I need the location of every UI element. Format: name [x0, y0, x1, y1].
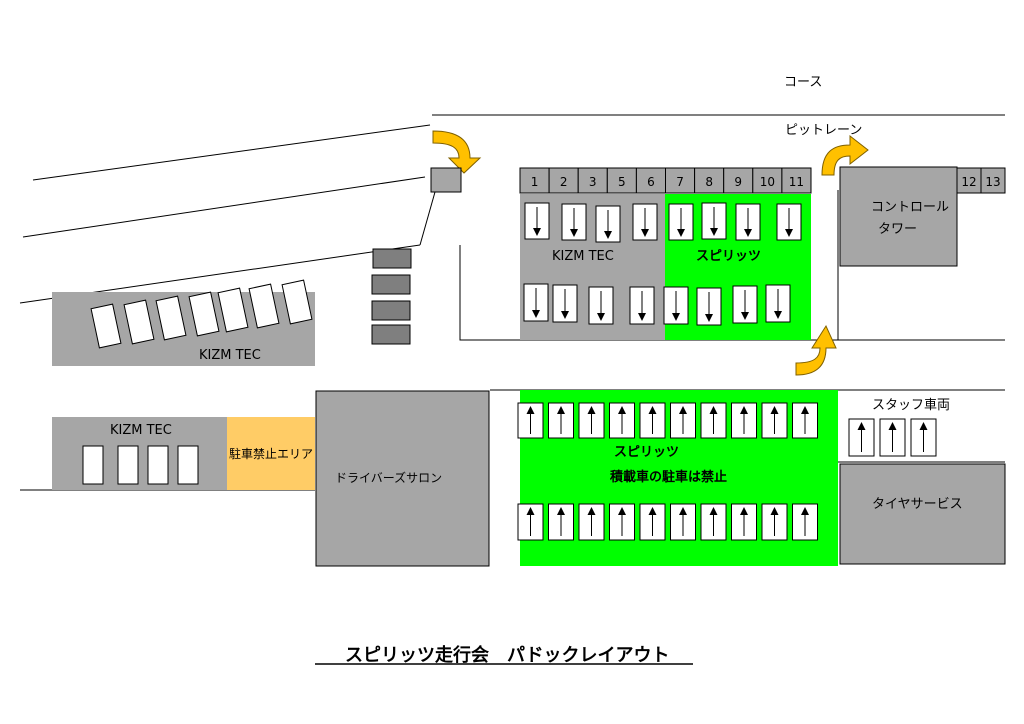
control-tower [839, 166, 958, 267]
no-parking-label: 駐車禁止エリア [229, 446, 313, 461]
no-parking-area [227, 417, 315, 490]
dark-blocks [371, 248, 412, 345]
pit-box [548, 167, 579, 194]
entry-arrow-icon [432, 130, 482, 174]
pit-number: 9 [734, 175, 742, 189]
pit-box [577, 167, 608, 194]
tire-service-label: タイヤサービス [872, 497, 963, 512]
staff-parked-cars [848, 418, 937, 457]
drivers-salon-label: ドライバーズサロン [335, 470, 442, 485]
car-slot [117, 445, 139, 485]
pit-box [781, 167, 812, 194]
pitlane-exit-arrow-icon [821, 134, 869, 176]
left-parked-cars [90, 279, 313, 349]
control-tower-label-2: タワー [878, 222, 917, 237]
pit-number: 1 [531, 175, 539, 189]
kizm-lower-label: KIZM TEC [110, 423, 172, 438]
pit-number: 3 [589, 175, 597, 189]
spirits-upper-label: スピリッツ [696, 249, 761, 264]
pit-box [635, 167, 667, 194]
kizm-left-label: KIZM TEC [199, 348, 261, 363]
pit-box [606, 167, 637, 194]
lower-left-parked-cars [82, 445, 199, 485]
car-slot [82, 445, 104, 485]
tilted-car [155, 295, 187, 341]
tilted-car [281, 279, 313, 325]
tilted-car [248, 283, 280, 329]
page-title: スピリッツ走行会 パドックレイアウト [345, 644, 670, 666]
pit-number-row: 1 2 3 5 6 7 8 9 10 11 [519, 167, 812, 194]
pit-number: 6 [647, 175, 655, 189]
car-slot [147, 445, 169, 485]
tire-service [839, 463, 1006, 565]
drivers-salon [315, 390, 490, 567]
pit-number: 8 [705, 175, 713, 189]
pit-number: 10 [760, 175, 775, 189]
car-slot [123, 299, 155, 345]
pit-box [752, 167, 783, 194]
tilted-car [217, 287, 249, 333]
loader-notice: 積載車の駐車は禁止 [609, 469, 727, 485]
pit-number: 7 [676, 175, 684, 189]
car-slot [188, 291, 220, 337]
kizm-upper-label: KIZM TEC [552, 249, 614, 264]
car-slot [90, 303, 122, 349]
car-slot [281, 279, 313, 325]
pit-number: 12 [961, 175, 976, 189]
control-tower-label-1: コントロール [871, 200, 949, 215]
pit-box [723, 167, 754, 194]
car-slot [155, 295, 187, 341]
tilted-car [123, 299, 155, 345]
pit-number: 2 [560, 175, 568, 189]
pit-number-row-right: 12 13 [956, 167, 1006, 194]
upper-parked-cars [523, 202, 802, 326]
gate-block [430, 167, 462, 193]
pit-number: 5 [618, 175, 626, 189]
pitlane-label: ピットレーン [785, 123, 862, 138]
lower-parked-cars [517, 402, 818, 541]
pit-number: 13 [985, 175, 1000, 189]
car-slot [248, 283, 280, 329]
car-slot [217, 287, 249, 333]
tilted-car [90, 303, 122, 349]
pitlane-entry-arrow-icon [795, 324, 837, 376]
tilted-car [188, 291, 220, 337]
pit-box [665, 167, 696, 194]
pit-number: 11 [789, 175, 804, 189]
pit-box [694, 167, 725, 194]
staff-vehicles-label: スタッフ車両 [872, 398, 950, 413]
spirits-lower-label: スピリッツ [614, 445, 679, 460]
car-slot [177, 445, 199, 485]
course-label: コース [784, 75, 822, 90]
pit-box [980, 167, 1006, 194]
